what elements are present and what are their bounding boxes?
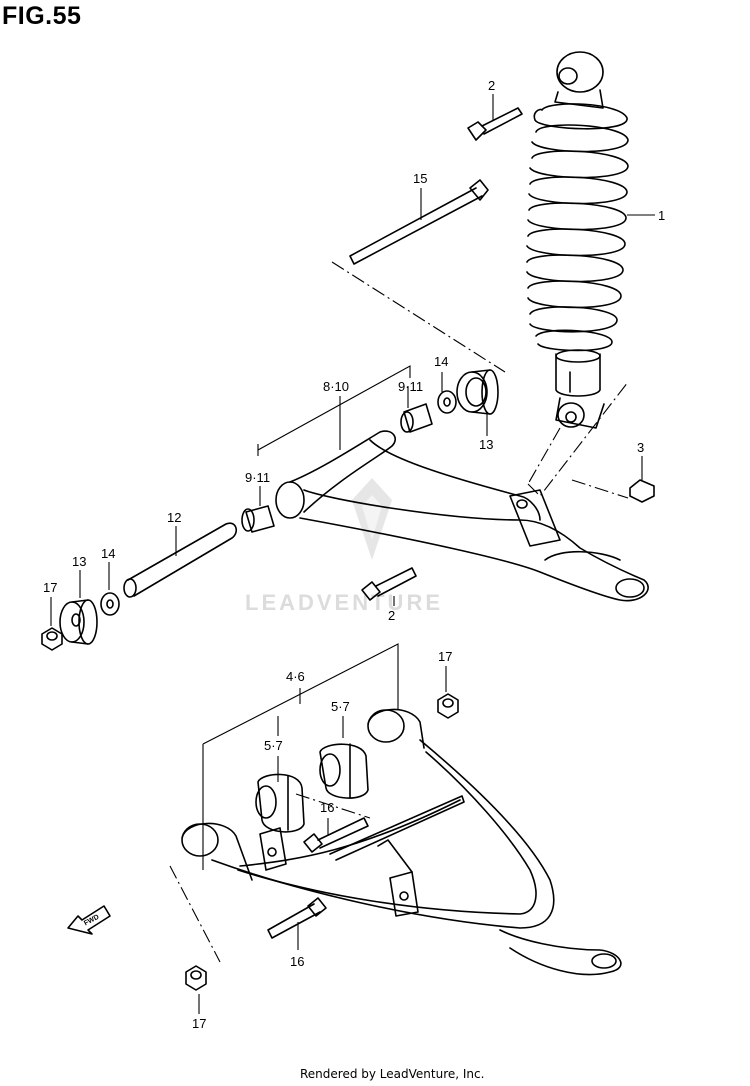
callout-16-upper: 16: [320, 800, 334, 815]
bolt-16-upper[interactable]: [303, 817, 369, 853]
callout-17-left: 17: [43, 580, 57, 595]
washer-14-upper[interactable]: [437, 390, 457, 414]
nut-17-right[interactable]: [437, 693, 459, 719]
bushing-9-11-lower[interactable]: [241, 505, 275, 533]
callout-9-11-upper: 9·11: [398, 379, 423, 394]
pipe-12[interactable]: [123, 522, 238, 598]
callout-5-7-right: 5·7: [331, 699, 350, 714]
watermark-text: LEADVENTURE: [245, 590, 444, 615]
figure-title: FIG.55: [2, 2, 82, 30]
long-bolt[interactable]: [349, 179, 489, 265]
callout-12: 12: [167, 510, 181, 525]
nut-17-left[interactable]: [41, 627, 63, 651]
callout-13-upper: 13: [479, 437, 493, 452]
bolt-lower[interactable]: [361, 567, 417, 601]
callout-13-lower: 13: [72, 554, 86, 569]
washer-14-lower[interactable]: [100, 592, 120, 616]
callout-2-lower: 2: [388, 608, 395, 623]
nut-3[interactable]: [629, 479, 655, 503]
callout-15: 15: [413, 171, 427, 186]
callout-4-6: 4·6: [286, 669, 305, 684]
nut-17-bottom[interactable]: [185, 965, 207, 991]
callout-8-10: 8·10: [323, 379, 349, 394]
callout-14-lower: 14: [101, 546, 115, 561]
bushing-13-upper[interactable]: [456, 369, 499, 415]
callout-1: 1: [658, 208, 665, 223]
bushing-5-7-left[interactable]: [255, 773, 305, 833]
shock-absorber[interactable]: [526, 51, 629, 429]
fwd-arrow-icon: FWD: [67, 905, 111, 935]
bolt-upper[interactable]: [467, 107, 523, 141]
lower-arm[interactable]: [181, 708, 622, 976]
bushing-5-7-right[interactable]: [319, 743, 369, 799]
callout-17-right: 17: [438, 649, 452, 664]
callout-2-top: 2: [488, 78, 495, 93]
callout-16-lower: 16: [290, 954, 304, 969]
callout-3: 3: [637, 440, 644, 455]
upper-arm[interactable]: [275, 430, 649, 602]
callout-17-bottom: 17: [192, 1016, 206, 1031]
callout-5-7-left: 5·7: [264, 738, 283, 753]
bolt-16-lower[interactable]: [267, 897, 327, 939]
callout-9-11-lower: 9·11: [245, 470, 270, 485]
bushing-9-11-upper[interactable]: [400, 403, 433, 433]
bushing-13-lower[interactable]: [59, 599, 98, 645]
footer-credit: Rendered by LeadVenture, Inc.: [300, 1067, 485, 1081]
fwd-label: FWD: [83, 914, 100, 928]
callout-14-upper: 14: [434, 354, 448, 369]
